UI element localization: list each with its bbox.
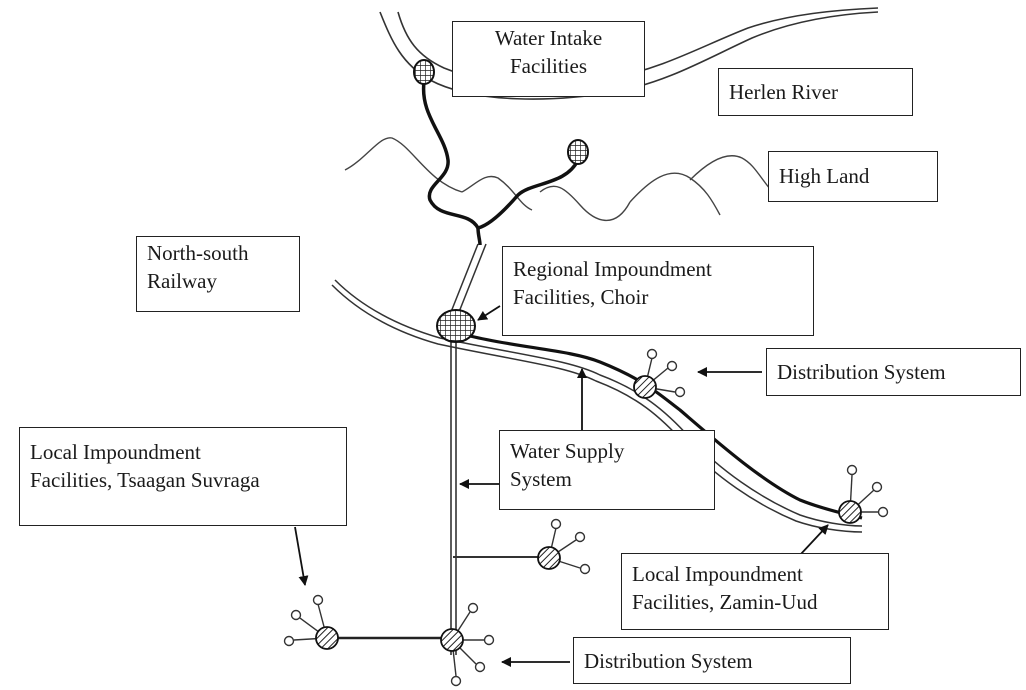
label-water-word: Water	[510, 439, 560, 463]
label-railway-line2: Railway	[147, 269, 217, 293]
label-herlen-river-text: Herlen River	[729, 80, 839, 104]
label-impoundment-word: Impoundment	[594, 257, 712, 281]
water-supply-main	[469, 334, 863, 520]
label-water-supply-line2: System	[510, 467, 572, 491]
choir-impoundment	[436, 309, 476, 343]
distribution-node-lower	[440, 602, 495, 687]
distribution-node-middle	[537, 518, 591, 575]
label-local-tsaagan: Local Impoundment Facilities, Tsaagan Su…	[19, 427, 347, 526]
intake-point-east	[567, 139, 589, 165]
arrow-to-choir	[477, 305, 501, 321]
label-distribution-upper: Distribution System	[766, 348, 1021, 396]
north-south-railway	[331, 279, 863, 533]
label-local-tsaagan-line2: Facilities, Tsaagan Suvraga	[30, 468, 260, 492]
south-main-pipe	[450, 338, 457, 655]
label-railway: North-south Railway	[136, 236, 300, 312]
arrow-to-zamin	[799, 524, 829, 556]
distribution-node-zamin	[838, 464, 889, 524]
label-local-zamin: Local Impoundment Facilities, Zamin-Uud	[621, 553, 889, 630]
label-water-intake-line1: Water Intake	[494, 26, 603, 50]
label-water-intake: Water Intake Facilities	[452, 21, 645, 97]
label-water-intake-line2: Facilities	[510, 54, 587, 78]
label-regional-word: Regional	[513, 257, 589, 281]
distribution-node-tsaagan	[283, 594, 339, 650]
label-distribution-lower: Distribution System	[573, 637, 851, 684]
label-regional-impoundment-line2: Facilities, Choir	[513, 285, 649, 309]
arrow-to-tsaagan	[294, 526, 309, 586]
intake-pipelines	[421, 81, 580, 246]
high-land-hills	[344, 137, 776, 222]
distribution-node-upper	[633, 348, 686, 399]
label-herlen-river: Herlen River	[718, 68, 913, 116]
intake-point-west	[413, 59, 435, 85]
label-regional-impoundment-line1: Regional Impoundment	[513, 255, 803, 283]
label-local-zamin-line1: Local Impoundment	[632, 562, 803, 586]
label-distribution-lower-text: Distribution System	[584, 649, 753, 673]
label-distribution-upper-text: Distribution System	[777, 360, 946, 384]
label-water-supply-line1: Water Supply	[510, 437, 704, 465]
label-local-zamin-line2: Facilities, Zamin-Uud	[632, 590, 818, 614]
label-railway-line1: North-south	[147, 241, 249, 265]
label-supply-word: Supply	[564, 439, 625, 463]
label-local-tsaagan-line1: Local Impoundment	[30, 440, 201, 464]
label-high-land: High Land	[768, 151, 938, 202]
label-high-land-text: High Land	[779, 164, 870, 188]
intake-to-choir-pipe	[450, 243, 487, 313]
label-regional-impoundment: Regional Impoundment Facilities, Choir	[502, 246, 814, 336]
label-water-supply: Water Supply System	[499, 430, 715, 510]
